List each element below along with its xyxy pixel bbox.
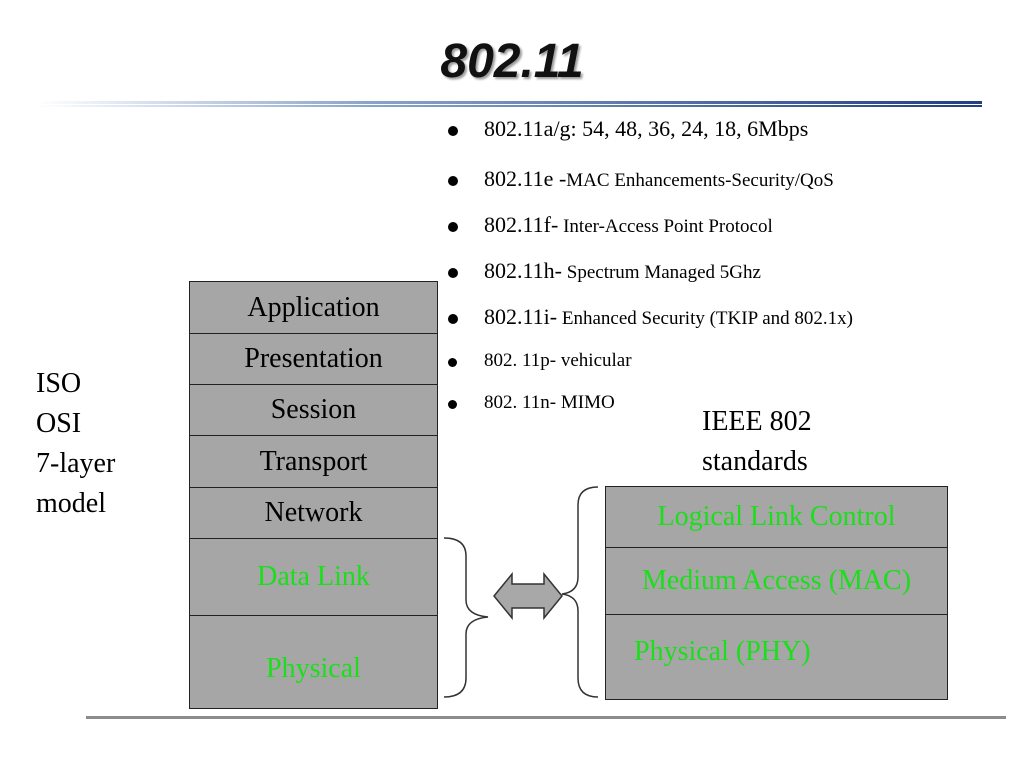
bullet-prefix: 802.11f- — [484, 212, 559, 237]
iso-label-line: 7-layer — [36, 448, 116, 479]
iso-label-line: OSI — [36, 408, 82, 439]
bullet-text: 802.11i- Enhanced Security (TKIP and 802… — [484, 304, 853, 330]
bullet-text: 802.11h- Spectrum Managed 5Ghz — [484, 258, 761, 284]
osi-layer-transport: Transport — [190, 436, 437, 488]
bullet-prefix: 802.11e - — [484, 166, 567, 191]
iso-osi-label: ISO OSI 7-layer model — [36, 364, 115, 524]
osi-layer-network: Network — [190, 488, 437, 539]
bullet-detail: MAC Enhancements-Security/QoS — [566, 170, 834, 191]
bullet-prefix: 802.11h- — [484, 258, 563, 283]
osi-layer-presentation: Presentation — [190, 334, 437, 385]
bullet-detail: Spectrum Managed 5Ghz — [562, 262, 761, 283]
ieee-layer-llc: Logical Link Control — [606, 487, 947, 548]
osi-layer-session: Session — [190, 385, 437, 436]
bullet-icon — [448, 400, 457, 409]
iso-label-line: ISO — [36, 368, 82, 399]
bullet-text: 802. 11n- MIMO — [484, 392, 615, 413]
osi-layer-application: Application — [190, 282, 437, 334]
left-curly-brace-icon — [561, 486, 599, 698]
right-curly-brace-icon — [443, 537, 489, 698]
ieee-layer-mac: Medium Access (MAC) — [606, 548, 947, 615]
bullet-text: 802.11a/g: 54, 48, 36, 24, 18, 6Mbps — [484, 116, 809, 141]
bullet-prefix: 802.11i- — [484, 304, 558, 329]
ieee-802-label: IEEE 802 standards — [702, 402, 812, 482]
footer-divider — [86, 716, 1006, 719]
ieee-label-line: IEEE 802 — [702, 406, 812, 437]
bullet-detail: Inter-Access Point Protocol — [558, 216, 773, 237]
bullet-icon — [448, 176, 458, 186]
osi-layer-data-link: Data Link — [190, 539, 437, 616]
bullet-text: 802.11f- Inter-Access Point Protocol — [484, 212, 773, 238]
ieee-label-line: standards — [702, 446, 808, 477]
bullet-detail: Enhanced Security (TKIP and 802.1x) — [557, 308, 853, 329]
slide-title: 802.11 — [440, 35, 584, 88]
double-arrow-icon — [493, 571, 563, 621]
bullet-icon — [448, 358, 457, 367]
osi-layer-stack: Application Presentation Session Transpo… — [189, 281, 438, 709]
bullet-icon — [448, 268, 458, 278]
ieee-layer-stack: Logical Link Control Medium Access (MAC)… — [605, 486, 948, 700]
iso-label-line: model — [36, 488, 106, 519]
bullet-text: 802.11e -MAC Enhancements-Security/QoS — [484, 166, 834, 192]
bullet-icon — [448, 126, 458, 136]
bullet-icon — [448, 314, 458, 324]
osi-layer-physical: Physical — [266, 653, 361, 684]
bullet-icon — [448, 222, 458, 232]
bullet-text: 802. 11p- vehicular — [484, 350, 632, 371]
title-divider — [36, 101, 982, 107]
ieee-layer-phy: Physical (PHY) — [634, 636, 811, 667]
